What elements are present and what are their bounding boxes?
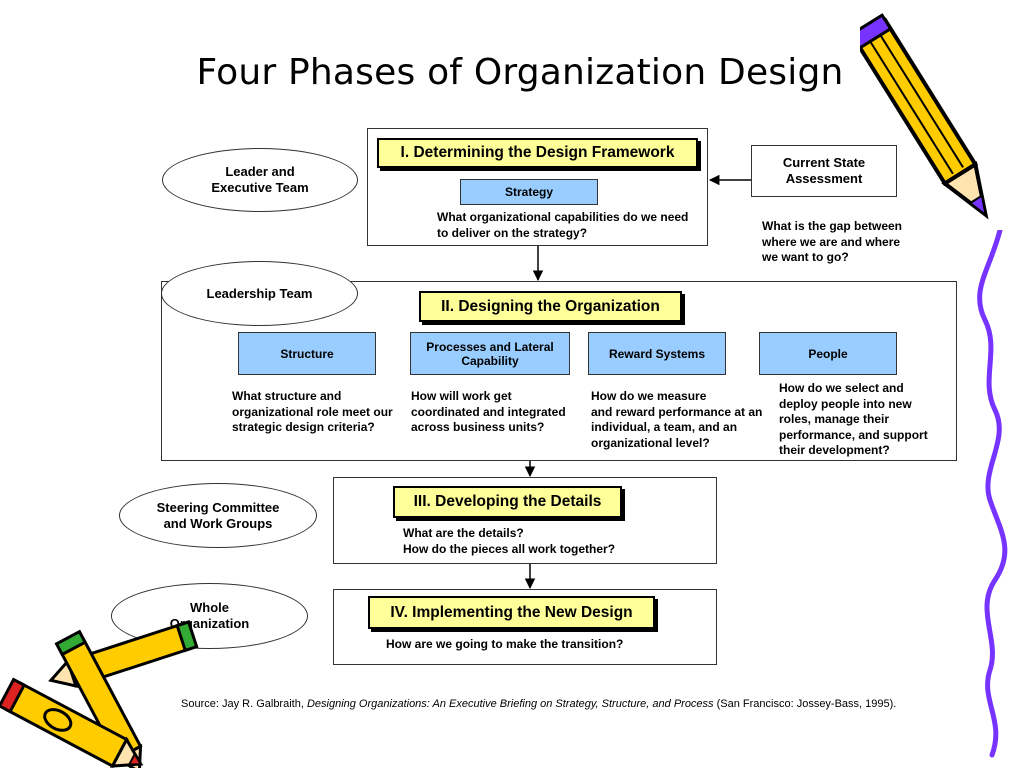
structure-question: What structure and organizational role m…	[232, 389, 393, 434]
phase4-label: IV. Implementing the New Design	[368, 596, 655, 629]
source-citation: Source: Jay R. Galbraith, Designing Orga…	[181, 698, 897, 710]
reward-question: How do we measure and reward performance…	[591, 389, 763, 450]
pencil-icon	[860, 13, 989, 220]
current-state-question: What is the gap between where we are and…	[762, 219, 903, 264]
phase2-label: II. Designing the Organization	[419, 291, 682, 322]
phase3-question: What are the details? How do the pieces …	[403, 526, 616, 556]
processes-question: How will work get coordinated and integr…	[411, 389, 566, 434]
squiggle-line	[977, 230, 1008, 758]
strategy-box: Strategy	[460, 179, 598, 205]
reward-systems-box: Reward Systems	[588, 332, 726, 375]
people-question: How do we select and deploy people into …	[779, 381, 928, 457]
structure-box: Structure	[238, 332, 376, 375]
people-box: People	[759, 332, 897, 375]
leadership-team-ellipse: Leadership Team	[161, 261, 358, 326]
crayon-icon	[0, 620, 199, 768]
phase3-label: III. Developing the Details	[393, 486, 622, 518]
phase4-question: How are we going to make the transition?	[386, 637, 624, 651]
page-title: Four Phases of Organization Design	[196, 52, 844, 93]
phase1-question: What organizational capabilities do we n…	[437, 210, 689, 240]
phase1-label: I. Determining the Design Framework	[377, 138, 698, 168]
